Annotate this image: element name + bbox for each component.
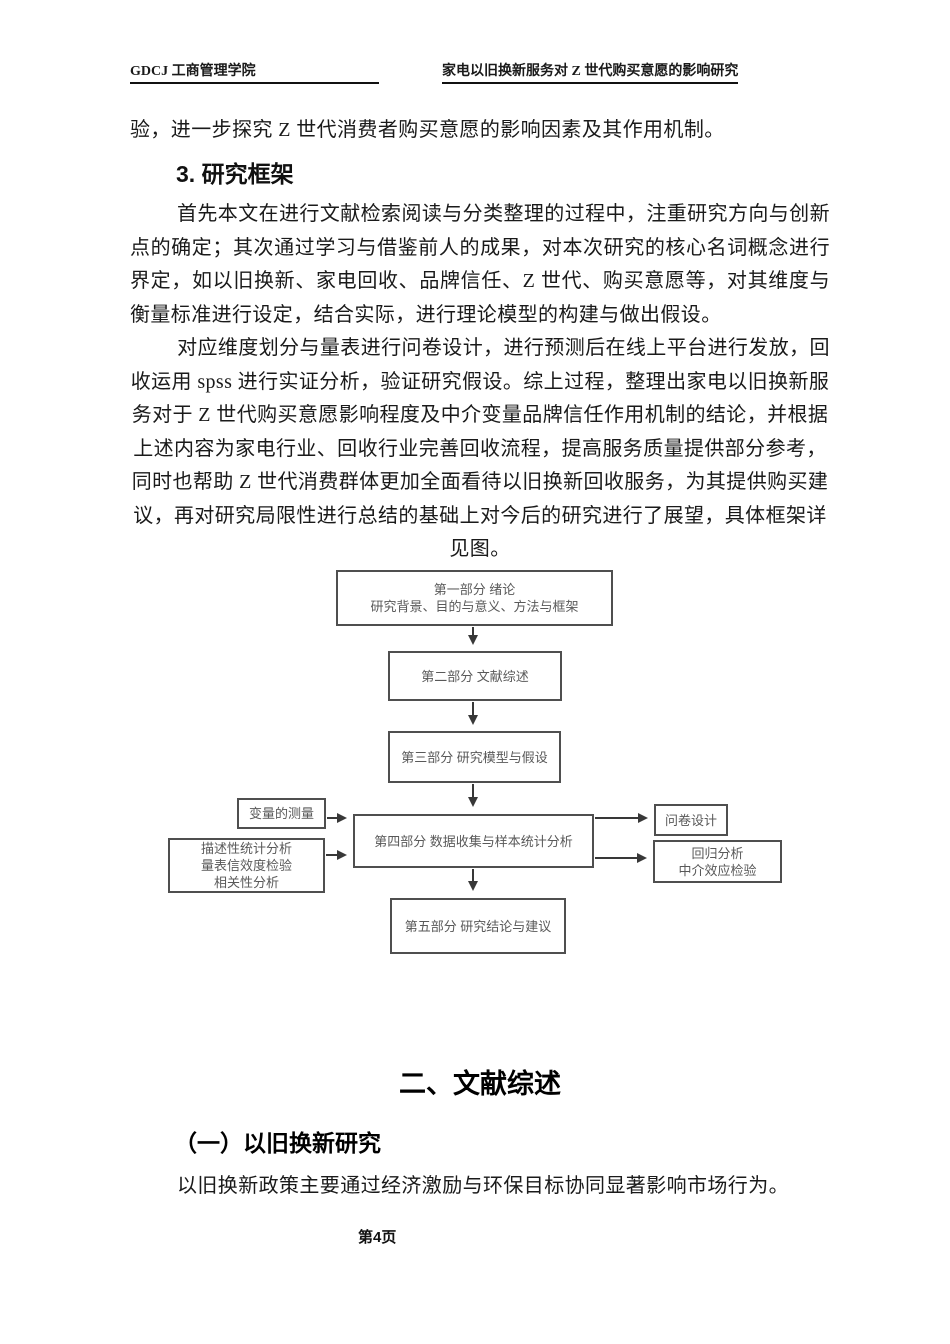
section-3-heading: 3. 研究框架 bbox=[176, 161, 294, 187]
flowchart-box-part3: 第三部分 研究模型与假设 bbox=[388, 731, 561, 783]
paragraph-3: 以旧换新政策主要通过经济激励与环保目标协同显著影响市场行为。 bbox=[177, 1175, 789, 1197]
header-school-name: GDCJ 工商管理学院 bbox=[130, 62, 379, 84]
flowchart-box-part2: 第二部分 文献综述 bbox=[388, 651, 562, 701]
header-thesis-title: 家电以旧换新服务对 Z 世代购买意愿的影响研究 bbox=[442, 62, 739, 84]
flowchart-box-part5: 第五部分 研究结论与建议 bbox=[390, 898, 566, 954]
carryover-line: 验，进一步探究 Z 世代消费者购买意愿的影响因素及其作用机制。 bbox=[130, 119, 725, 141]
flowchart-box-regression-mediation: 回归分析中介效应检验 bbox=[653, 840, 782, 883]
chapter-2-heading: 二、文献综述 bbox=[399, 1069, 561, 1099]
page-header: GDCJ 工商管理学院 家电以旧换新服务对 Z 世代购买意愿的影响研究 bbox=[130, 62, 830, 84]
page-number: 第4页 bbox=[358, 1229, 397, 1246]
paragraph-2: 对应维度划分与量表进行问卷设计，进行预测后在线上平台进行发放，回收运用 spss… bbox=[130, 337, 830, 560]
paragraph-1: 首先本文在进行文献检索阅读与分类整理的过程中，注重研究方向与创新点的确定；其次通… bbox=[130, 203, 830, 326]
flowchart-box-statistical-analysis: 描述性统计分析量表信效度检验相关性分析 bbox=[168, 838, 325, 893]
flowchart-box-questionnaire-design: 问卷设计 bbox=[654, 804, 728, 836]
section-2-1-heading: （一）以旧换新研究 bbox=[174, 1130, 381, 1156]
flowchart-box-variable-measurement: 变量的测量 bbox=[237, 798, 326, 829]
flowchart-box-part1: 第一部分 绪论研究背景、目的与意义、方法与框架 bbox=[336, 570, 613, 626]
flowchart-box-part4: 第四部分 数据收集与样本统计分析 bbox=[353, 814, 594, 868]
